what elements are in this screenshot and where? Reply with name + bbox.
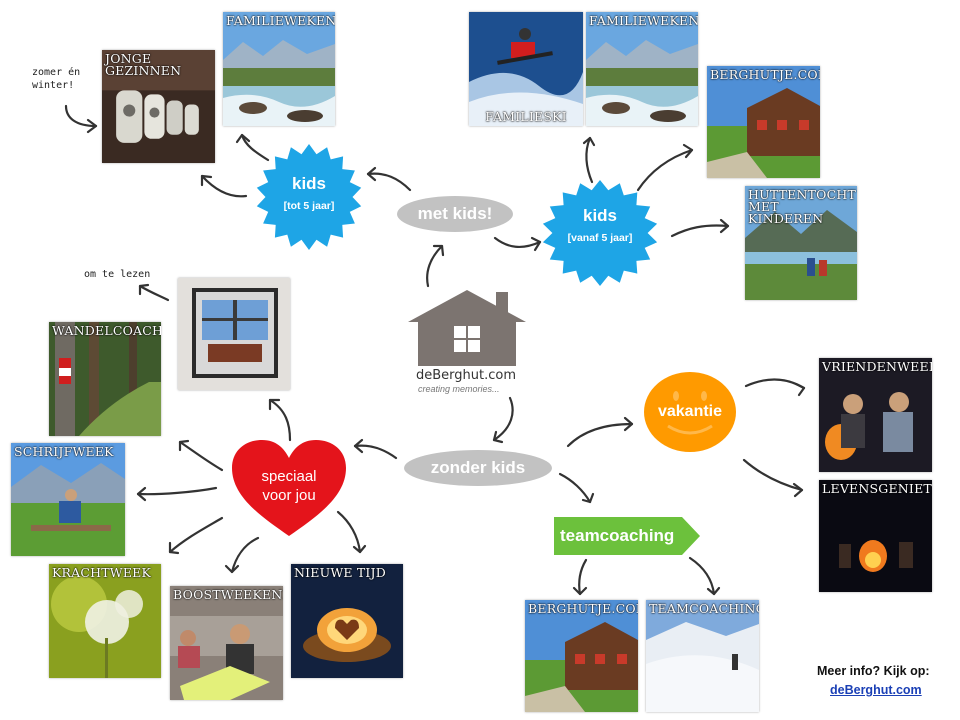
tile-berghutje-bottom[interactable]: BERGHUTJE.COM xyxy=(525,600,638,712)
arrow-zonder-to-vakantie xyxy=(566,422,634,448)
tile-huttentocht[interactable]: HUTTENTOCHT MET KINDEREN xyxy=(745,186,857,300)
arrow-speciaal-to-krachtweek xyxy=(168,516,224,554)
arrow-speciaal-to-schrijfweek xyxy=(136,486,218,496)
tile-caption: KRACHTWEEK xyxy=(52,565,152,580)
node-teamcoaching[interactable]: teamcoaching xyxy=(554,517,700,555)
kids-title: kids xyxy=(291,174,327,193)
tile-caption: BERGHUTJE.COM xyxy=(528,601,638,616)
arrow-kids-young-to-jonge-gezinnen xyxy=(200,174,248,198)
heart-shape xyxy=(232,440,346,536)
forest-trail-photo xyxy=(49,322,161,436)
logo-tagline: creating memories... xyxy=(418,384,500,394)
tile-boostweekend[interactable]: BOOSTWEEKEND xyxy=(170,586,283,700)
note-om-te-lezen: om te lezen xyxy=(84,269,151,280)
node-vakantie[interactable]: vakantie xyxy=(642,370,738,454)
arrow-house-to-zonder-kids xyxy=(492,396,514,442)
tile-schrijfweek[interactable]: SCHRIJFWEEK xyxy=(11,443,125,556)
baby-monitor-photo xyxy=(102,50,215,163)
arrow-speciaal-to-boek xyxy=(268,398,292,442)
arrow-zonder-to-speciaal xyxy=(353,444,398,460)
tile-caption: BOOSTWEEKEND xyxy=(173,587,283,602)
tile-caption: NIEUWE TIJD xyxy=(294,565,386,580)
node-speciaal-voor-jou[interactable]: speciaal voor jou xyxy=(230,438,348,538)
house-icon xyxy=(408,290,526,366)
writing-outdoors-photo xyxy=(11,443,125,556)
tile-caption: FAMILIESKI xyxy=(485,109,567,124)
tile-familieweken-left[interactable]: FAMILIEWEKEN xyxy=(223,12,335,126)
mountain-river-photo xyxy=(223,12,335,126)
tile-wandelcoaching[interactable]: WANDELCOACHING xyxy=(49,322,161,436)
arrow-kids-young-to-familieweken xyxy=(240,133,270,162)
arrow-kids-old-to-familie xyxy=(585,136,594,184)
arrow-team-to-berghutje xyxy=(578,558,588,596)
tile-levensgenieters[interactable]: LEVENSGENIETERS xyxy=(819,480,932,592)
campfire-friends-photo xyxy=(819,358,932,472)
deberghut-logo[interactable]: deBerghut.com creating memories... xyxy=(404,288,530,398)
tile-familieski[interactable]: FAMILIESKI xyxy=(469,12,583,126)
footer-link[interactable]: deBerghut.com xyxy=(830,683,922,697)
arrow-boek-to-note xyxy=(138,284,170,302)
tile-caption: LEVENSGENIETERS xyxy=(822,481,932,496)
tile-caption: FAMILIEWEKEN xyxy=(226,13,335,28)
candle-heart-photo xyxy=(291,564,403,678)
arrow-speciaal-to-nieuwe-tijd xyxy=(336,510,362,554)
kids-age: [tot 5 jaar] xyxy=(283,200,335,212)
arrow-vakantie-to-levensgenieters xyxy=(742,458,804,492)
hikers-lake-photo xyxy=(745,186,857,300)
kids-age: [vanaf 5 jaar] xyxy=(567,232,633,244)
tile-caption: TEAMCOACHING xyxy=(649,601,759,616)
tile-vriendenweekend[interactable]: VRIENDENWEEKEND xyxy=(819,358,932,472)
starburst-shape xyxy=(256,144,362,250)
snow-hike-photo xyxy=(646,600,759,712)
dandelion-photo xyxy=(49,564,161,678)
arrow-house-to-met-kids xyxy=(426,244,444,288)
tile-caption: JONGE GEZINNEN xyxy=(105,51,182,78)
arrow-kids-old-to-berghutje xyxy=(636,148,694,192)
tile-teamcoaching[interactable]: TEAMCOACHING xyxy=(646,600,759,712)
arrow-banner-shape xyxy=(554,517,700,555)
tile-caption: VRIENDENWEEKEND xyxy=(822,359,932,374)
tile-berghutje-top[interactable]: BERGHUTJE.COM xyxy=(707,66,820,178)
tile-caption: SCHRIJFWEEK xyxy=(14,444,114,459)
night-campfire-photo xyxy=(819,480,932,592)
node-kids-old[interactable]: kids [vanaf 5 jaar] xyxy=(542,180,658,286)
ski-jump-photo xyxy=(469,12,583,126)
logo-name: deBerghut.com xyxy=(416,368,517,383)
tile-krachtweek[interactable]: KRACHTWEEK xyxy=(49,564,161,678)
book-photo xyxy=(178,278,290,390)
mountain-hut-photo xyxy=(525,600,638,712)
arrow-speciaal-to-wandelcoaching xyxy=(178,440,224,472)
tile-nieuwe-tijd[interactable]: NIEUWE TIJD xyxy=(291,564,403,678)
tile-familieweken-right[interactable]: FAMILIEWEKEN xyxy=(586,12,698,126)
arrow-team-to-teamcoaching xyxy=(688,556,716,596)
arrow-met-kids-to-kids-young xyxy=(366,172,412,192)
kids-title: kids xyxy=(582,206,618,225)
tile-caption: WANDELCOACHING xyxy=(52,323,161,338)
speciaal-line-2: voor jou xyxy=(262,487,316,504)
teamcoaching-label: teamcoaching xyxy=(560,526,675,545)
arrow-met-kids-to-kids-old xyxy=(493,236,542,248)
mountain-river-photo xyxy=(586,12,698,126)
workshop-photo xyxy=(170,586,283,700)
smiley-icon xyxy=(644,372,736,452)
tile-caption: HUTTENTOCHT MET KINDEREN xyxy=(748,187,856,226)
tile-jonge-gezinnen[interactable]: JONGE GEZINNEN xyxy=(102,50,215,163)
node-zonder-kids[interactable]: zonder kids xyxy=(404,450,552,486)
speciaal-line-1: speciaal xyxy=(261,468,317,485)
vakantie-label: vakantie xyxy=(657,403,723,420)
arrow-zonder-to-teamcoaching xyxy=(558,472,592,504)
note-zomer-winter: zomer én winter! xyxy=(32,67,81,91)
tile-boek[interactable] xyxy=(178,278,290,390)
footer-info: Meer info? Kijk op: xyxy=(817,664,930,678)
arrow-kids-old-to-huttentocht xyxy=(670,224,730,238)
tile-caption: FAMILIEWEKEN xyxy=(589,13,698,28)
tile-caption: BERGHUTJE.COM xyxy=(710,67,820,82)
starburst-shape xyxy=(542,180,658,286)
arrow-note-to-jonge-gezinnen xyxy=(64,104,98,128)
node-kids-young[interactable]: kids [tot 5 jaar] xyxy=(256,144,362,250)
mountain-hut-photo xyxy=(707,66,820,178)
arrow-speciaal-to-boostweekend xyxy=(230,536,260,574)
node-met-kids[interactable]: met kids! xyxy=(397,196,513,232)
